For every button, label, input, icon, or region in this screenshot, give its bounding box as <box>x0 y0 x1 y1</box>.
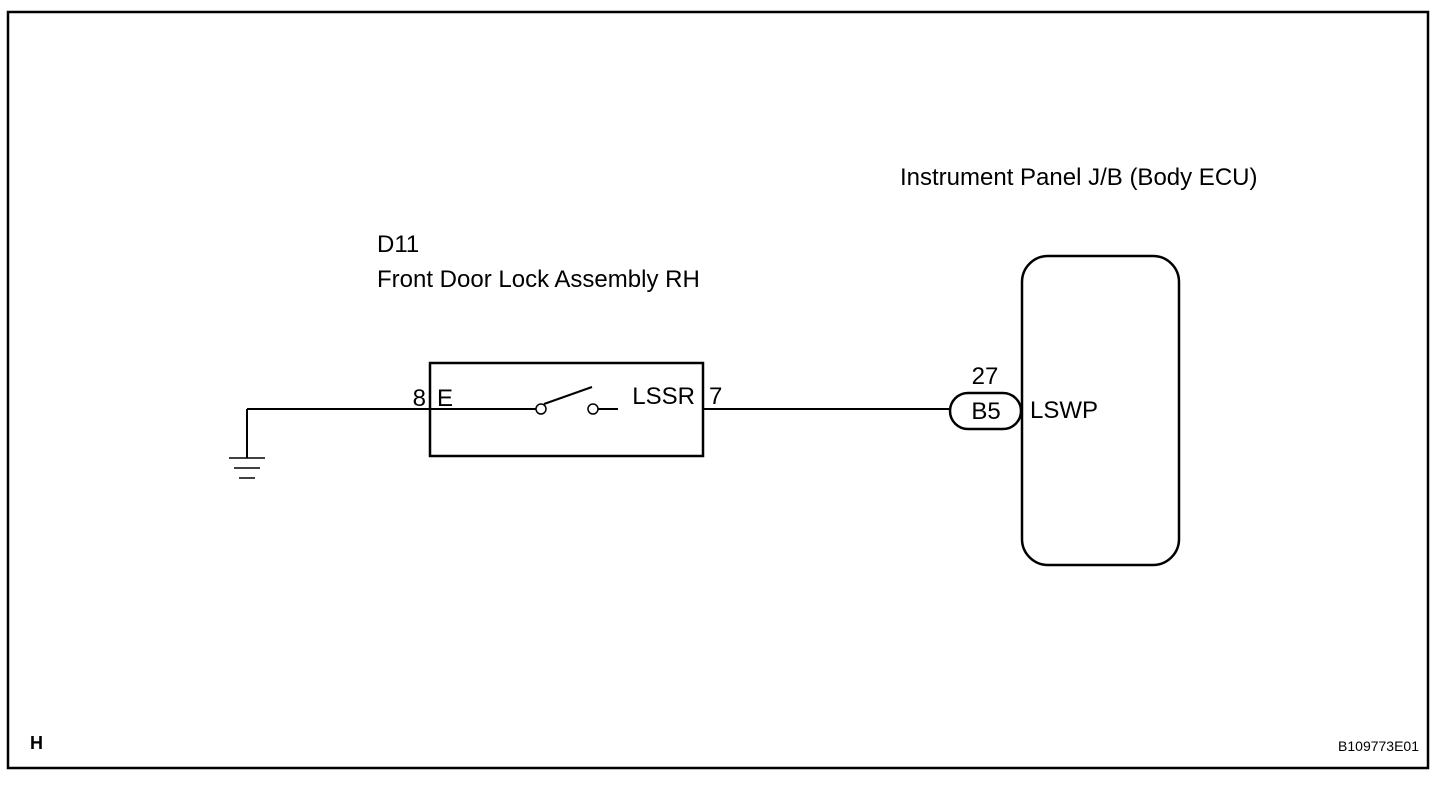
diagram-frame <box>6 10 1430 770</box>
terminal-lswp-label: LSWP <box>1030 397 1098 424</box>
figure-id: B109773E01 <box>1338 738 1419 754</box>
door-lock-name: Front Door Lock Assembly RH <box>377 266 700 293</box>
pin-27-label: 27 <box>972 363 999 390</box>
ground-symbol <box>229 409 265 479</box>
pin-8-label: 8 <box>413 385 426 412</box>
connector-b5-label: B5 <box>971 398 1000 425</box>
terminal-lssr-label: LSSR <box>632 383 695 410</box>
terminal-e-label: E <box>437 385 453 412</box>
door-lock-switch <box>430 386 618 415</box>
door-lock-code: D11 <box>377 231 419 258</box>
section-code: H <box>30 733 43 753</box>
body-ecu-box <box>1020 254 1181 567</box>
pin-7-label: 7 <box>709 383 722 410</box>
ecu-title: Instrument Panel J/B (Body ECU) <box>900 164 1257 191</box>
